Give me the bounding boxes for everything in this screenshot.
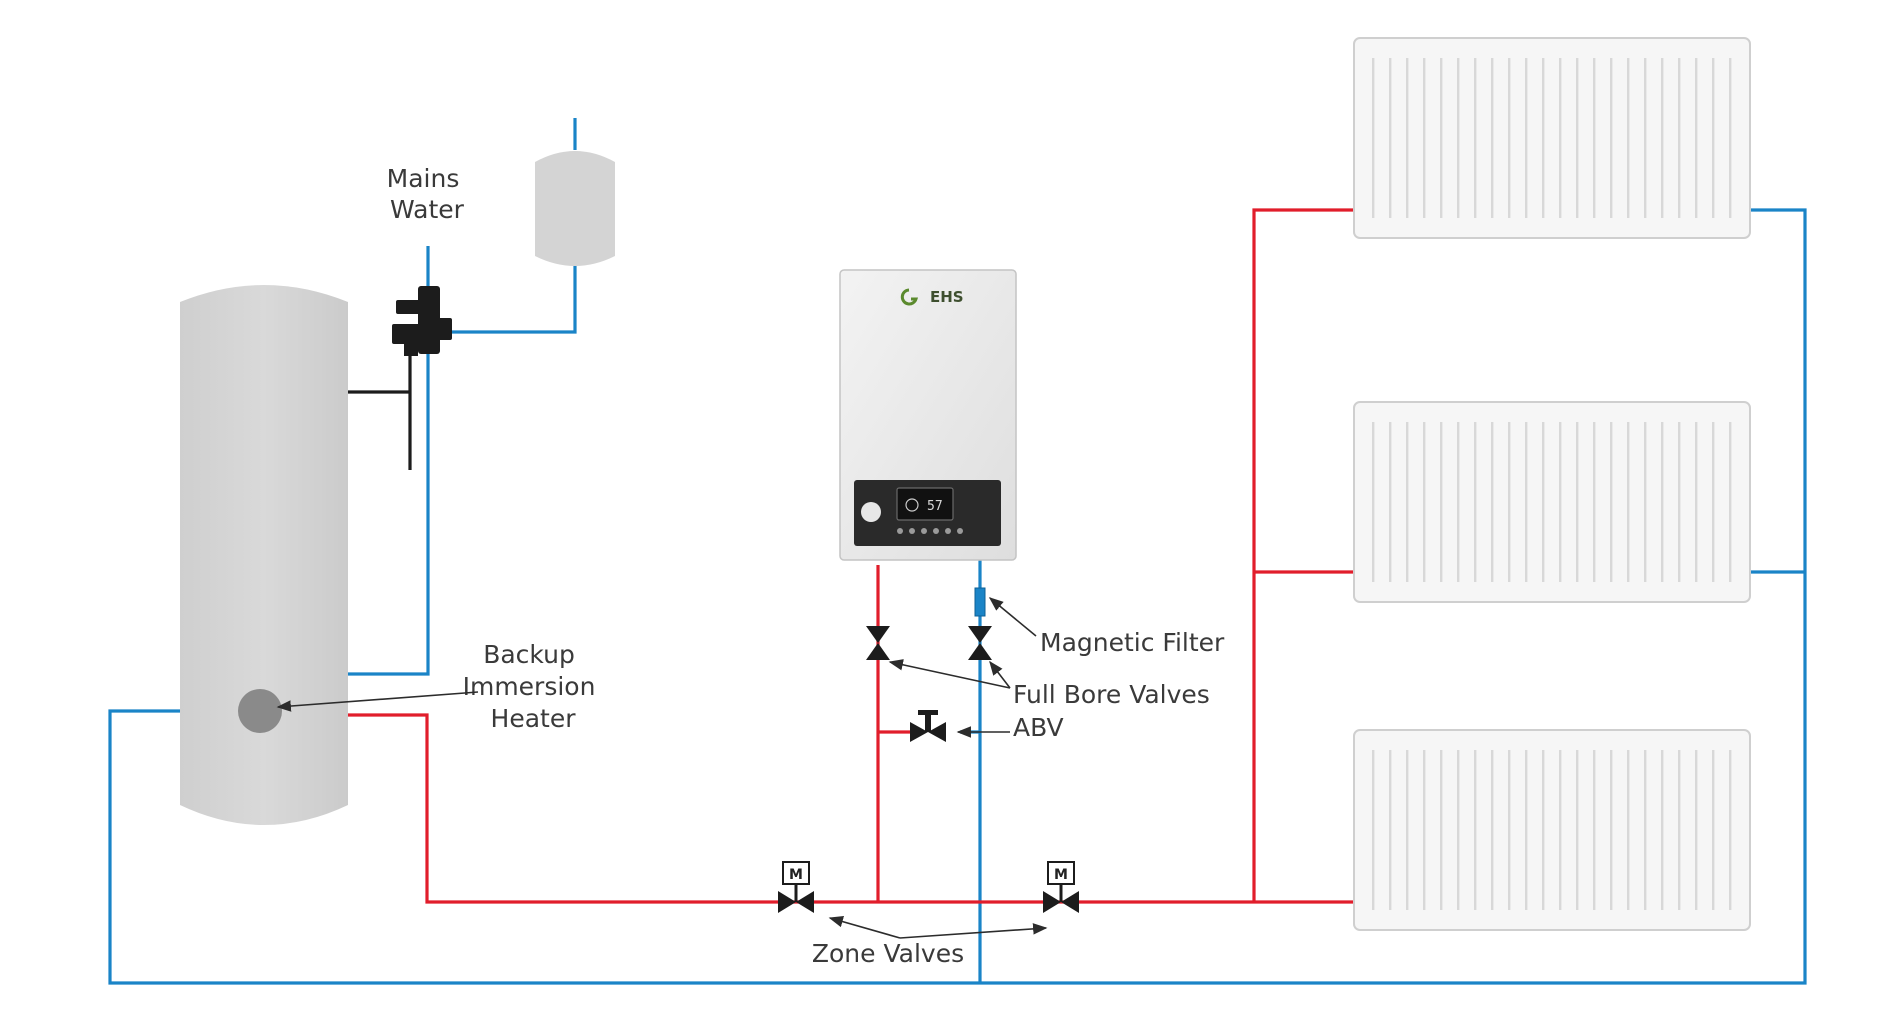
boiler-display-readout: 57: [927, 499, 943, 514]
full-bore-valve-flow: [866, 626, 890, 660]
boiler-brand: EHS: [930, 288, 964, 306]
immersion-heater: [238, 689, 282, 733]
zone-valves-pointer-left: [828, 916, 901, 939]
full-bore-valves-label: Full Bore Valves: [1013, 680, 1210, 709]
boiler-dial-icon: [861, 502, 881, 522]
immersion-heater-label: Backup Immersion Heater: [463, 640, 604, 733]
zone-valve-left: M: [778, 861, 814, 913]
abv-label: ABV: [1013, 713, 1064, 742]
electric-boiler: EHS 57: [839, 269, 1017, 561]
full-bore-valve-return: [968, 626, 992, 660]
radiator-middle: [1353, 401, 1751, 603]
svg-text:M: M: [789, 867, 803, 883]
immersion-heater-pointer: [276, 691, 479, 712]
boiler-buttons: [897, 528, 963, 534]
radiator-top: [1353, 37, 1751, 239]
magnetic-filter-pointer: [988, 597, 1037, 637]
magnetic-filter-label: Magnetic Filter: [1040, 628, 1225, 657]
hot-water-cylinder: [180, 285, 348, 825]
zone-valves-pointer-right: [899, 923, 1048, 939]
expansion-vessel: [535, 151, 615, 266]
zone-valves-label: Zone Valves: [812, 939, 964, 968]
full-bore-valves-pointer-return: [989, 660, 1011, 689]
zone-valve-right: M: [1043, 861, 1079, 913]
svg-text:M: M: [1054, 867, 1068, 883]
cylinder-connection-pipe: [346, 350, 412, 470]
mains-water-label: Mains Water: [387, 164, 468, 224]
radiator-bottom: [1353, 729, 1751, 931]
flow-pipes: [348, 208, 1354, 904]
full-bore-valves-pointer-flow: [888, 659, 1011, 689]
magnetic-filter: [974, 587, 986, 617]
inlet-control-valve-icon: [392, 286, 452, 356]
abv-valve: [910, 710, 946, 742]
